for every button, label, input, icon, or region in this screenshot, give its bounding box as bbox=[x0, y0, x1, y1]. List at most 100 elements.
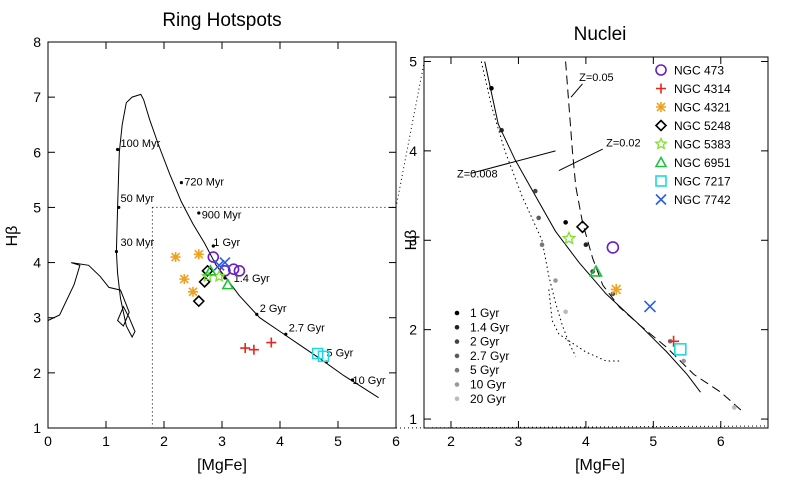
right-model-label: Z=0.05 bbox=[579, 72, 614, 84]
right-age-marker bbox=[731, 405, 737, 410]
left-point-ngc-473 bbox=[233, 265, 246, 277]
legend-label: NGC 5383 bbox=[674, 138, 731, 152]
left-ytick-label: 6 bbox=[33, 144, 41, 160]
legend-label: NGC 4314 bbox=[674, 82, 731, 96]
legend-label: NGC 6951 bbox=[674, 156, 731, 170]
legend-marker-ngc-5383 bbox=[654, 136, 668, 150]
right-point-ngc-6951 bbox=[589, 264, 603, 277]
legend-marker-ngc-6951 bbox=[654, 155, 668, 168]
right-age-marker bbox=[539, 242, 545, 248]
left-point-ngc-4321 bbox=[188, 286, 198, 297]
right-model-label-pointer bbox=[570, 83, 583, 98]
left-age-label: 50 Myr bbox=[121, 193, 155, 205]
right-age-marker bbox=[532, 188, 538, 194]
left-age-marker bbox=[223, 276, 227, 280]
left-age-marker bbox=[350, 378, 355, 382]
age-legend-dot bbox=[454, 367, 460, 373]
right-age-marker bbox=[583, 242, 589, 248]
left-age-label: 2 Gyr bbox=[260, 303, 287, 315]
right-model-label-pointer bbox=[558, 148, 603, 171]
left-point-ngc-5248 bbox=[201, 264, 214, 277]
legend-marker-ngc-4321 bbox=[656, 102, 666, 112]
left-point-ngc-4314 bbox=[266, 337, 277, 348]
right-xlabel: [MgFe] bbox=[575, 457, 625, 474]
right-point-ngc-473 bbox=[606, 241, 620, 254]
left-age-label: 900 Myr bbox=[202, 209, 242, 221]
right-ytick-label: 2 bbox=[409, 322, 417, 338]
left-age-marker bbox=[179, 181, 183, 185]
right-point-ngc-7742 bbox=[643, 300, 657, 313]
left-age-label: 5 Gyr bbox=[326, 347, 353, 359]
left-age-label: 10 Gyr bbox=[353, 375, 386, 387]
age-legend-dot bbox=[454, 325, 460, 330]
left-age-marker bbox=[197, 211, 201, 215]
left-ytick-label: 5 bbox=[33, 199, 41, 215]
left-point-ngc-4321 bbox=[193, 249, 204, 260]
left-model-track bbox=[47, 93, 379, 399]
right-point-ngc-5248 bbox=[575, 220, 590, 234]
left-ytick-label: 1 bbox=[33, 420, 41, 436]
left-title: Ring Hotspots bbox=[162, 10, 281, 31]
left-xtick-label: 6 bbox=[392, 433, 400, 449]
right-xtick-label: 4 bbox=[582, 433, 590, 449]
age-legend-label: 20 Gyr bbox=[470, 392, 506, 406]
left-age-label: 1 Gyr bbox=[213, 237, 240, 249]
left-age-marker bbox=[255, 312, 259, 317]
left-age-label: 2.7 Gyr bbox=[289, 323, 325, 335]
right-ytick-label: 4 bbox=[409, 143, 417, 159]
right-model-z0008 bbox=[480, 61, 577, 357]
left-ytick-label: 4 bbox=[33, 255, 41, 271]
left-xtick-label: 0 bbox=[44, 433, 52, 449]
left-ytick-label: 3 bbox=[33, 310, 41, 326]
right-ytick-label: 1 bbox=[409, 411, 417, 427]
right-point-ngc-4321 bbox=[610, 283, 622, 295]
right-xtick-label: 2 bbox=[447, 433, 455, 449]
age-legend-dot bbox=[454, 382, 460, 387]
age-legend-dot bbox=[454, 339, 460, 344]
left-xtick-label: 4 bbox=[276, 433, 284, 449]
legend-marker-ngc-7217 bbox=[655, 175, 667, 187]
age-legend-label: 1.4 Gyr bbox=[470, 320, 509, 334]
left-ytick-label: 2 bbox=[33, 365, 41, 381]
right-age-marker bbox=[536, 215, 541, 221]
age-legend-dot bbox=[454, 353, 460, 359]
right-model-z005 bbox=[565, 61, 742, 411]
left-age-label: 1.4 Gyr bbox=[234, 273, 270, 285]
right-model-label: Z=0.008 bbox=[457, 169, 498, 181]
right-model-z002 bbox=[484, 61, 701, 393]
legend-label: NGC 7742 bbox=[674, 193, 731, 207]
connector-top bbox=[395, 62, 425, 208]
left-point-ngc-4314 bbox=[248, 344, 259, 355]
left-age-label: 30 Myr bbox=[121, 237, 155, 249]
left-age-marker bbox=[116, 147, 120, 152]
left-point-ngc-5248 bbox=[192, 295, 205, 308]
right-xtick-label: 5 bbox=[649, 433, 657, 449]
right-point-ngc-7217 bbox=[674, 343, 687, 356]
right-xtick-label: 6 bbox=[717, 433, 725, 449]
left-age-marker bbox=[114, 249, 119, 254]
age-legend-label: 2.7 Gyr bbox=[470, 349, 509, 363]
left-point-ngc-4314 bbox=[240, 343, 251, 354]
left-point-ngc-473 bbox=[227, 263, 240, 275]
right-age-marker bbox=[489, 85, 494, 91]
legend-marker-ngc-7742 bbox=[655, 193, 667, 206]
right-xtick-label: 3 bbox=[515, 433, 523, 449]
right-title: Nuclei bbox=[574, 24, 627, 45]
left-ylabel: Hβ bbox=[4, 226, 21, 247]
right-ytick-label: 5 bbox=[409, 53, 417, 69]
legend-label: NGC 4321 bbox=[674, 101, 731, 115]
left-age-label: 720 Myr bbox=[184, 176, 224, 188]
left-ytick-label: 7 bbox=[33, 89, 41, 105]
age-legend-label: 5 Gyr bbox=[470, 363, 499, 377]
right-ylabel: Hβ bbox=[403, 230, 420, 251]
left-point-ngc-5248 bbox=[198, 275, 211, 289]
left-point-ngc-473 bbox=[207, 251, 220, 263]
right-ytick-label: 3 bbox=[409, 232, 417, 248]
right-axes-frame bbox=[423, 56, 769, 429]
right-age-marker bbox=[681, 358, 686, 364]
right-age-marker bbox=[499, 128, 504, 133]
left-ytick-label: 8 bbox=[33, 34, 41, 50]
